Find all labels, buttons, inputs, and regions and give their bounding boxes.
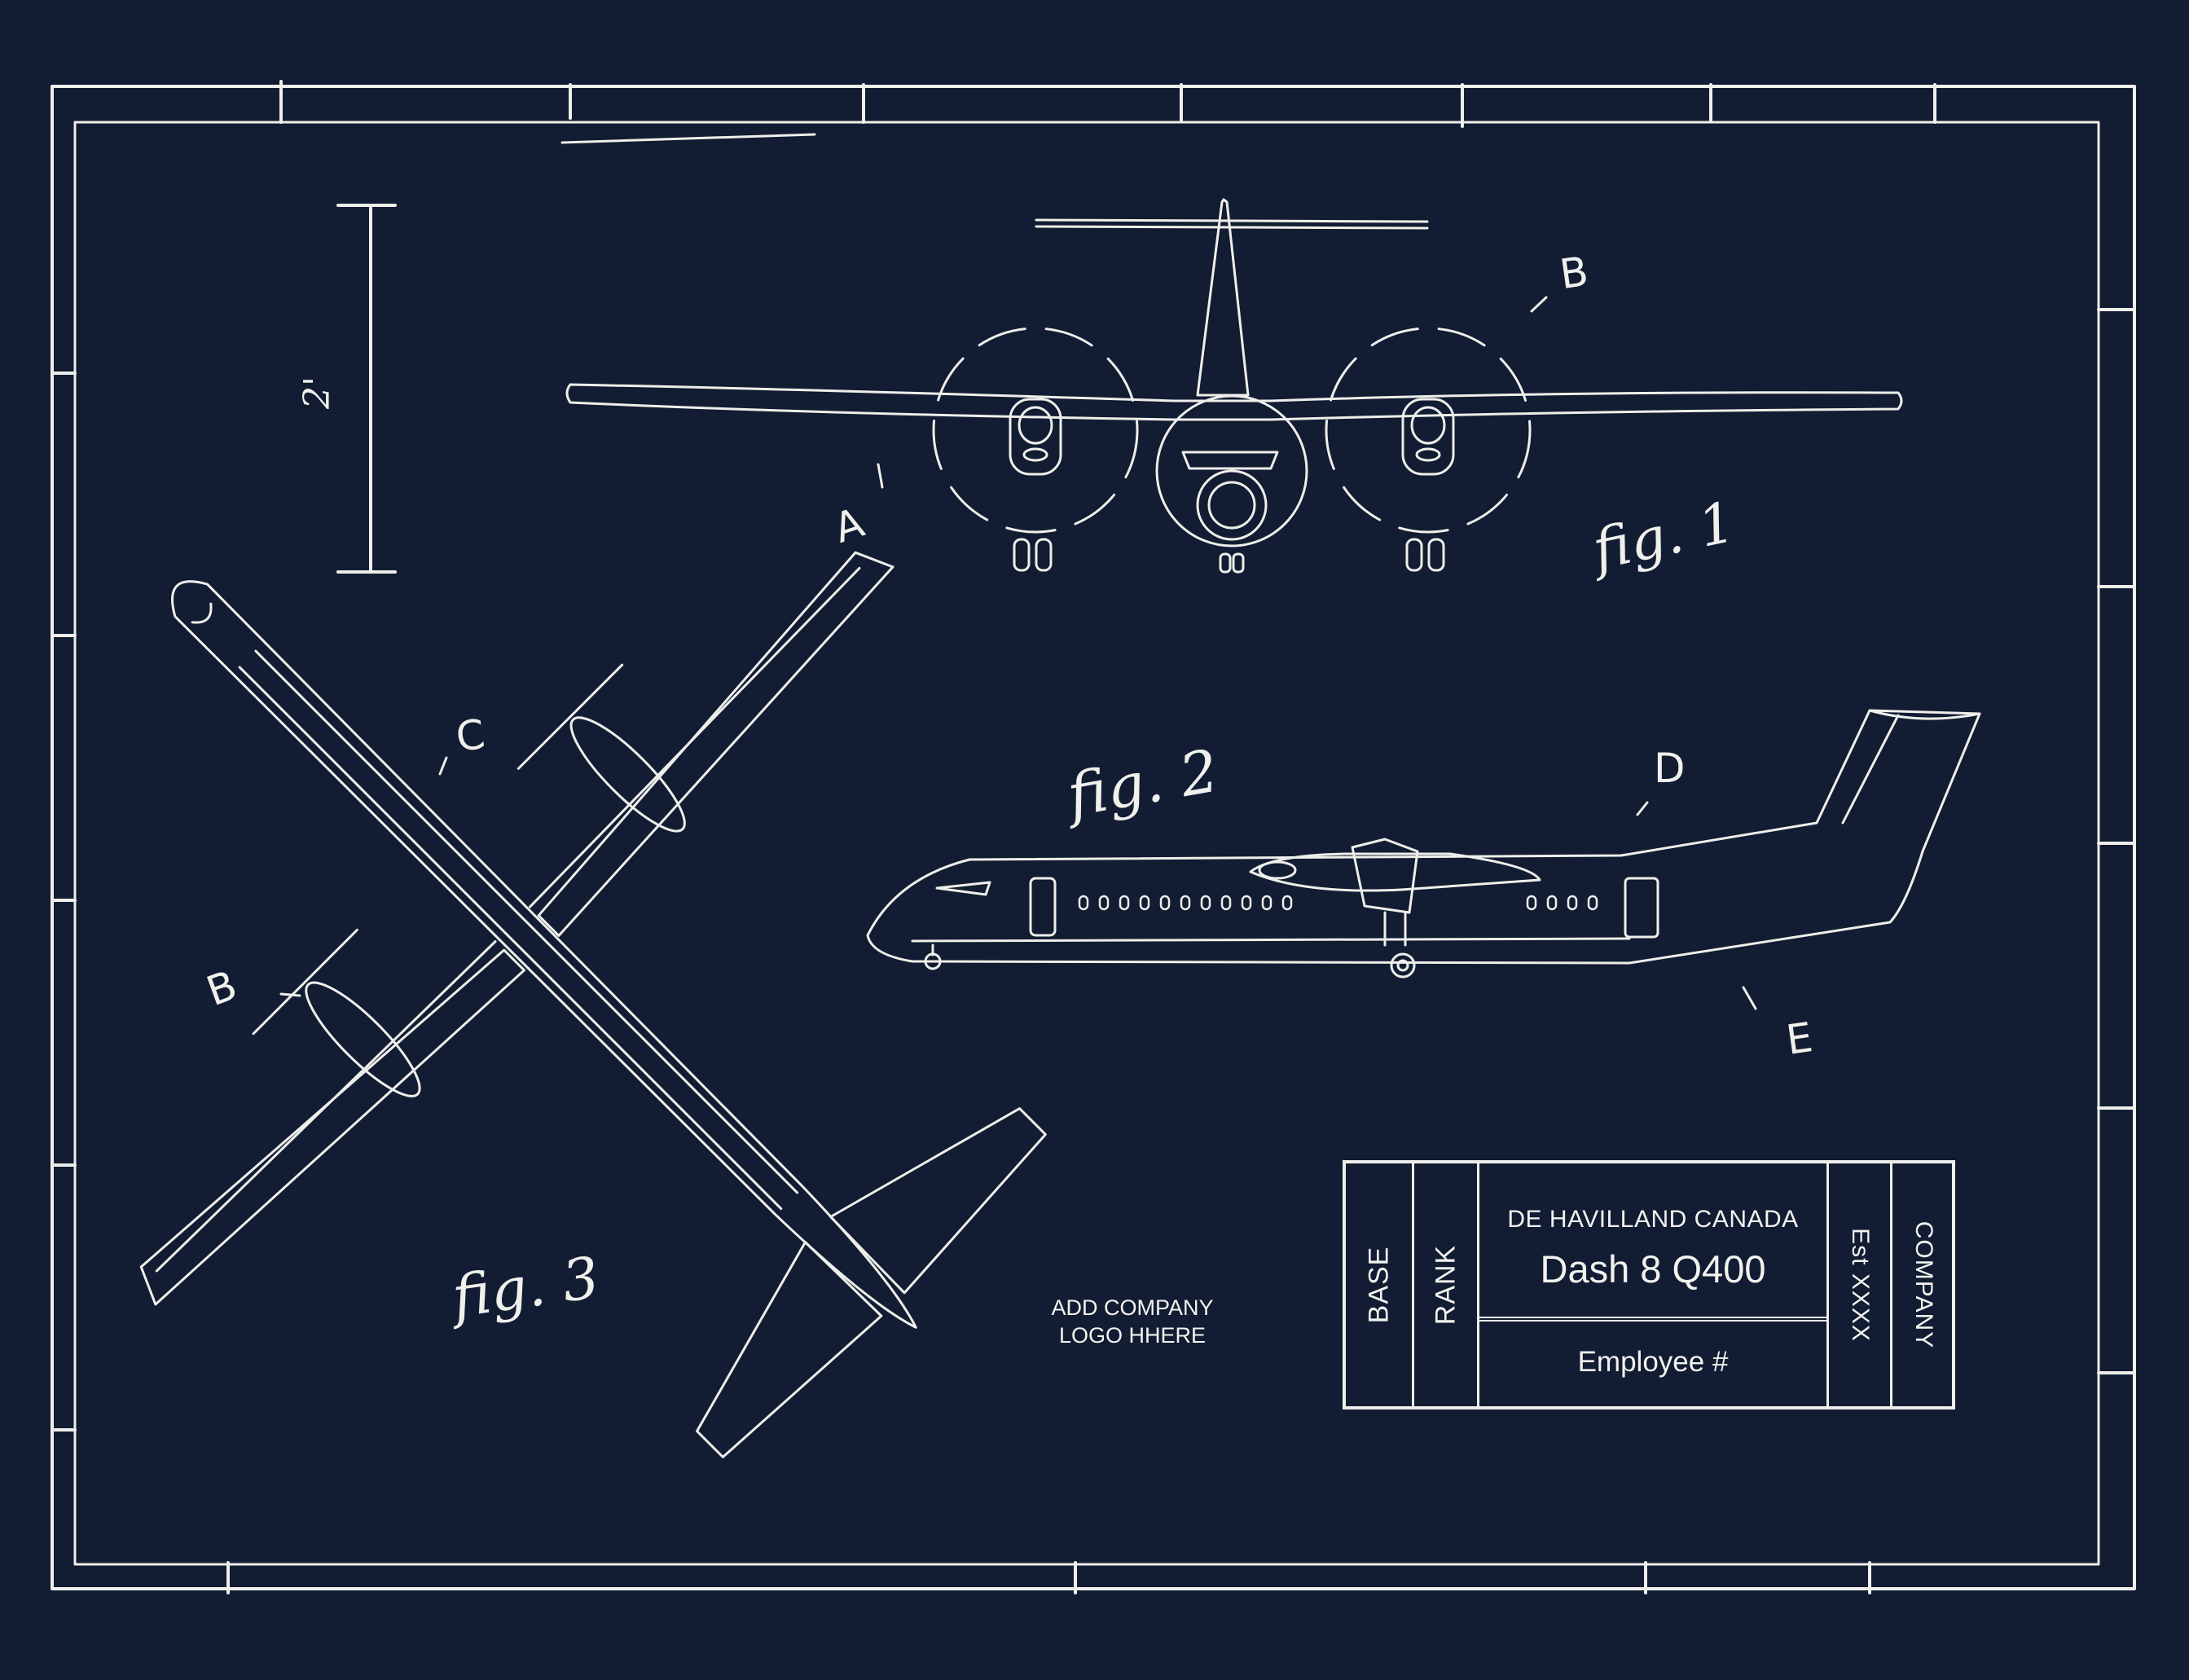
manufacturer-name: DE HAVILLAND CANADA	[1507, 1206, 1799, 1233]
company-logo-placeholder: ADD COMPANY LOGO HHERE	[1002, 1294, 1263, 1349]
logo-note-line2: LOGO HHERE	[1058, 1323, 1207, 1348]
scale-bar	[336, 204, 397, 574]
title-block: BASE RANK DE HAVILLAND CANADA Dash 8 Q40…	[1343, 1160, 1955, 1410]
established-label: Est XXXX	[1846, 1228, 1874, 1342]
aircraft-front-view	[565, 198, 1903, 574]
title-block-aircraft-cell: DE HAVILLAND CANADA Dash 8 Q400	[1479, 1163, 1826, 1322]
title-block-base-cell: BASE	[1346, 1163, 1414, 1406]
company-label: COMPANY	[1910, 1220, 1937, 1349]
callout-b-top: B	[1557, 247, 1592, 299]
title-block-company-cell: COMPANY	[1890, 1163, 1954, 1406]
title-block-rank-cell: RANK	[1414, 1163, 1479, 1406]
blueprint-frame	[51, 80, 2136, 1594]
title-block-established-cell: Est XXXX	[1826, 1163, 1890, 1406]
logo-note-line1: ADD COMPANY	[1051, 1295, 1214, 1320]
aircraft-top-view	[139, 551, 1047, 1458]
callout-d: D	[1654, 745, 1686, 792]
callout-c: C	[453, 710, 488, 762]
fig3-callout-leaders	[279, 756, 448, 997]
title-block-employee-cell: Employee #	[1479, 1322, 1826, 1413]
base-label: BASE	[1363, 1246, 1394, 1324]
aircraft-model: Dash 8 Q400	[1540, 1247, 1766, 1291]
title-block-center: DE HAVILLAND CANADA Dash 8 Q400 Employee…	[1479, 1163, 1826, 1406]
aircraft-side-view	[866, 709, 1981, 1010]
rank-label: RANK	[1430, 1244, 1461, 1326]
callout-e: E	[1783, 1014, 1816, 1064]
scale-bar-label: 2'	[297, 376, 339, 410]
employee-number-label: Employee #	[1577, 1346, 1729, 1378]
